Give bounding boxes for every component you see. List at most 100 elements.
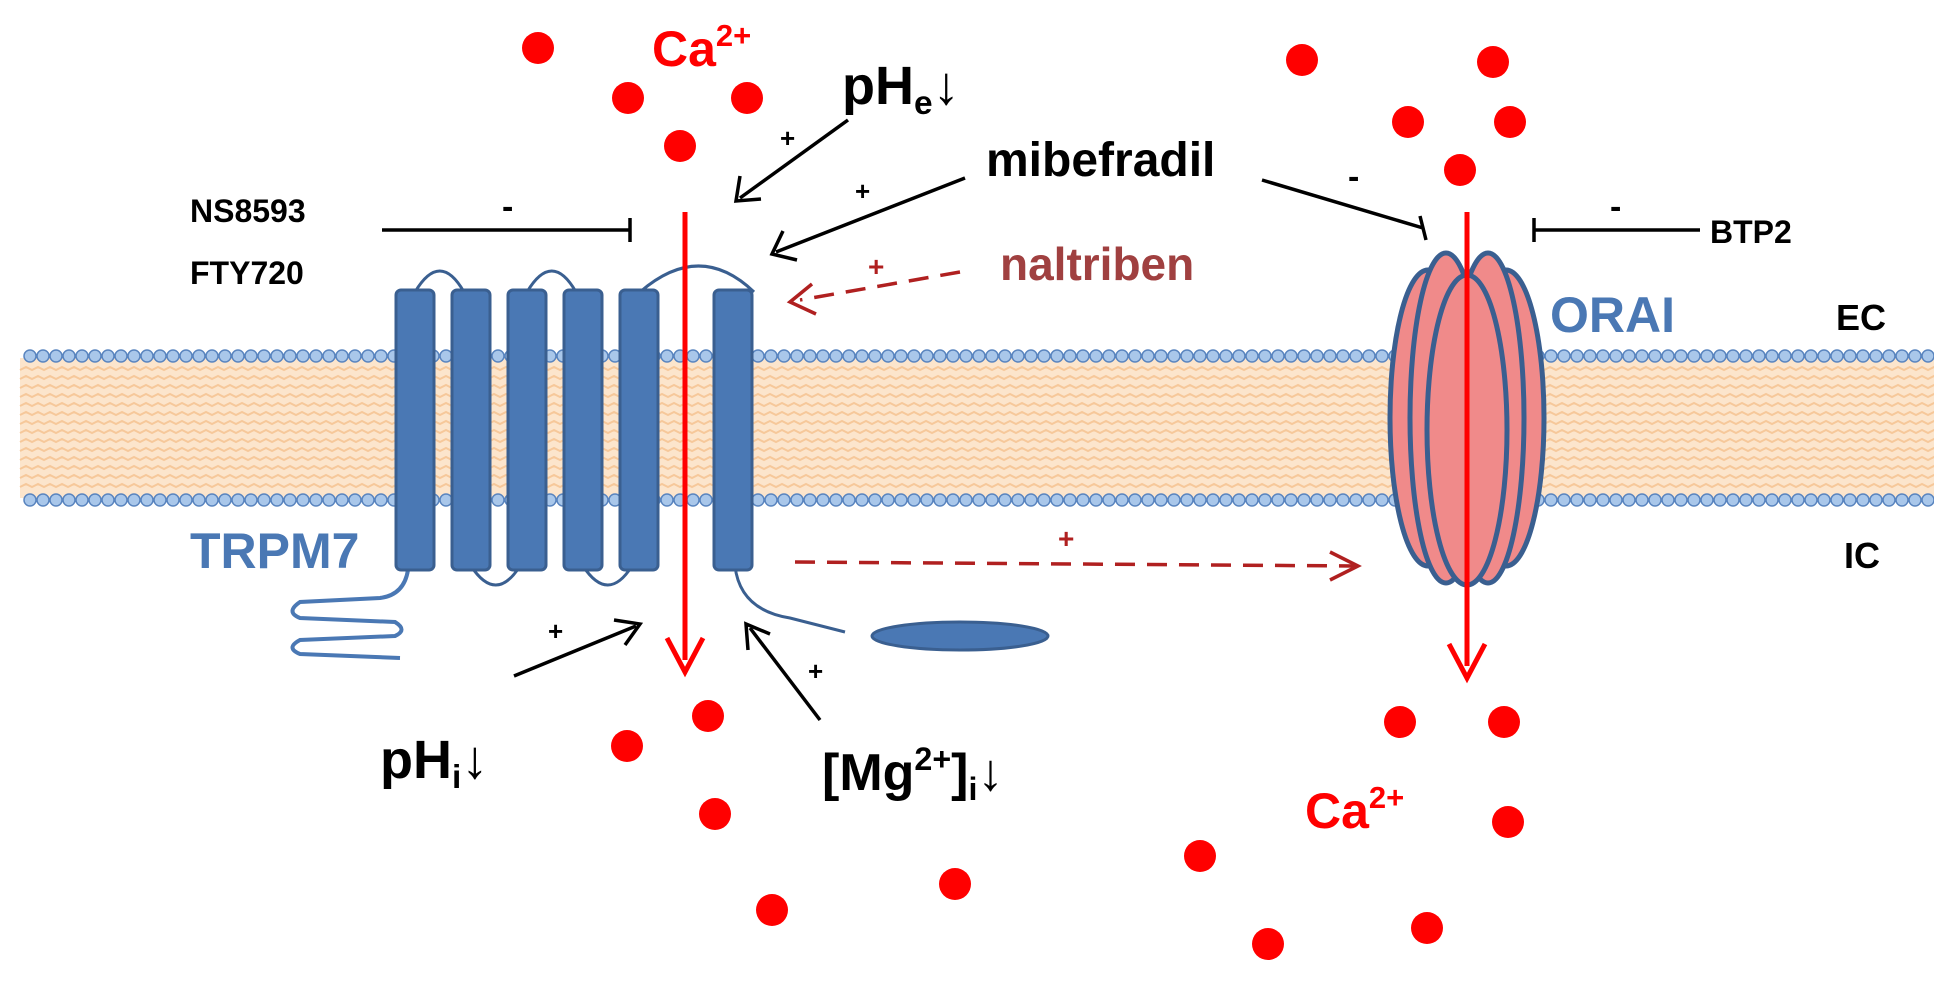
lipid-head <box>491 349 505 363</box>
lipid-head <box>62 493 76 507</box>
lipid-head <box>1570 349 1584 363</box>
lipid-head <box>348 349 362 363</box>
lipid-head <box>1024 493 1038 507</box>
lipid-head <box>1674 349 1688 363</box>
lipid-head <box>1856 349 1870 363</box>
trpm7-channel <box>290 264 1050 660</box>
lipid-tail <box>19 437 1934 444</box>
lipid-head <box>842 349 856 363</box>
trpm7-label: TRPM7 <box>190 523 359 579</box>
lipid-head <box>1310 493 1324 507</box>
trpm7-n-terminus <box>290 569 410 660</box>
lipid-head <box>1206 493 1220 507</box>
lipid-head <box>231 349 245 363</box>
lipid-head <box>192 349 206 363</box>
ca-bottom-label: Ca2+ <box>1305 780 1404 839</box>
lipid-head <box>166 493 180 507</box>
lipid-head <box>1817 493 1831 507</box>
lipid-head <box>1648 349 1662 363</box>
lipid-head <box>1765 349 1779 363</box>
lipid-head <box>1739 493 1753 507</box>
calcium-ion <box>1411 912 1443 944</box>
calcium-ions <box>522 32 1526 960</box>
phi-activation-arrow <box>513 618 644 678</box>
trpm7-kinase-domain <box>870 620 1050 652</box>
lipid-head <box>959 493 973 507</box>
lipid-head <box>946 493 960 507</box>
lipid-head <box>1544 349 1558 363</box>
orai-calcium-flux <box>1446 212 1488 684</box>
cell-membrane <box>19 349 1934 507</box>
lipid-head <box>1648 493 1662 507</box>
lipid-head <box>790 349 804 363</box>
lipid-head <box>1011 493 1025 507</box>
btp2-label: BTP2 <box>1710 214 1792 250</box>
fty720-label: FTY720 <box>190 255 304 291</box>
lipid-head <box>1154 493 1168 507</box>
lipid-head <box>1180 349 1194 363</box>
lipid-head <box>881 349 895 363</box>
lipid-tail <box>19 464 1934 471</box>
lipid-head <box>907 349 921 363</box>
lipid-head <box>101 493 115 507</box>
lipid-head <box>920 349 934 363</box>
calcium-ion <box>611 730 643 762</box>
lipid-head <box>1089 493 1103 507</box>
lipid-head <box>985 349 999 363</box>
lipid-head <box>751 493 765 507</box>
calcium-ion <box>699 798 731 830</box>
lipid-head <box>1570 493 1584 507</box>
lipid-head <box>972 493 986 507</box>
mg-plus-sign: + <box>808 656 823 686</box>
lipid-head <box>322 493 336 507</box>
lipid-head <box>1349 493 1363 507</box>
lipid-head <box>283 349 297 363</box>
lipid-head <box>894 349 908 363</box>
lipid-head <box>361 349 375 363</box>
lipid-head <box>1154 349 1168 363</box>
phi-label: pHi↓ <box>380 730 488 796</box>
lipid-head <box>868 493 882 507</box>
lipid-head <box>751 349 765 363</box>
lipid-head <box>1375 349 1389 363</box>
trpm7-orai-dashed-arrow <box>794 550 1362 582</box>
lipid-head <box>1232 493 1246 507</box>
lipid-head <box>361 493 375 507</box>
lipid-head <box>1726 349 1740 363</box>
lipid-head <box>1791 349 1805 363</box>
lipid-head <box>1323 493 1337 507</box>
trpm7-helix <box>618 288 660 572</box>
lipid-head <box>270 493 284 507</box>
lipid-head <box>205 349 219 363</box>
lipid-tail <box>19 410 1934 417</box>
lipid-head <box>933 493 947 507</box>
lipid-head <box>1037 493 1051 507</box>
lipid-head <box>803 493 817 507</box>
lipid-tail <box>19 419 1934 426</box>
lipid-head <box>1609 349 1623 363</box>
lipid-head <box>1687 493 1701 507</box>
lipid-head <box>1583 349 1597 363</box>
mg-activation-arrow <box>744 621 822 722</box>
lipid-head <box>218 349 232 363</box>
lipid-head <box>972 349 986 363</box>
phe-plus-sign: + <box>780 123 795 153</box>
lipid-head <box>1895 349 1909 363</box>
lipid-head <box>1115 493 1129 507</box>
lipid-head <box>764 493 778 507</box>
lipid-head <box>1674 493 1688 507</box>
lipid-head <box>907 493 921 507</box>
lipid-head <box>790 493 804 507</box>
phe-activation-arrow <box>733 118 850 203</box>
lipid-head <box>699 349 713 363</box>
ic-label: IC <box>1844 535 1880 576</box>
lipid-head <box>1739 349 1753 363</box>
lipid-head <box>777 493 791 507</box>
mibefradil-label: mibefradil <box>986 134 1215 187</box>
calcium-ion <box>1444 154 1476 186</box>
trpm7-loop <box>525 269 578 293</box>
lipid-head <box>1297 349 1311 363</box>
lipid-head <box>1258 493 1272 507</box>
lipid-head <box>1024 349 1038 363</box>
lipid-head <box>803 349 817 363</box>
